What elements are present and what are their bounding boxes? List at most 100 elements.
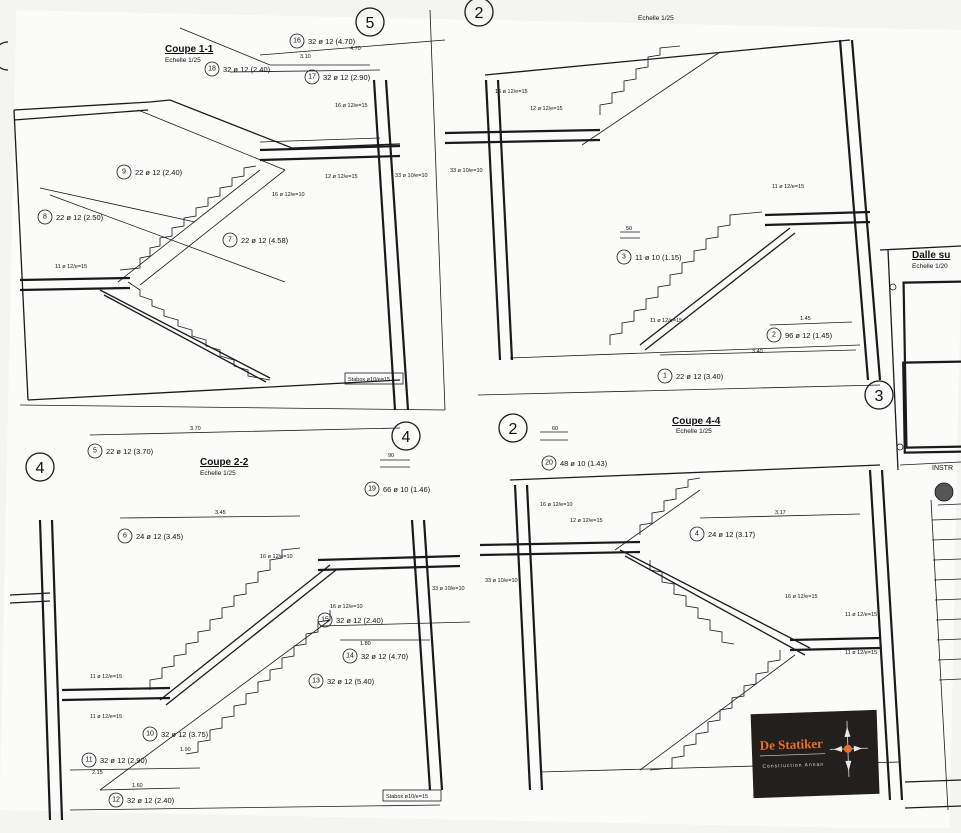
logo-subtitle: Construction Annan	[762, 762, 824, 770]
instr-title: INSTR	[932, 465, 953, 472]
small-label-14: 16 ø 12/e=10	[330, 604, 363, 610]
axis-bubbles: 5 2 4 4 2 3	[0, 0, 894, 482]
dim-370: 3.70	[190, 426, 201, 432]
axis-2-top: 2	[475, 5, 484, 22]
label-17: 32 ø 12 (2.90)	[323, 73, 371, 82]
callout-16: 16	[293, 38, 301, 45]
small-label-13: 11 ø 12/e=15	[90, 714, 122, 720]
callout-3: 3	[622, 254, 626, 261]
axis-3: 3	[875, 388, 884, 405]
section-top-right-scale: Echelle 1/25	[638, 15, 674, 22]
section-1-1-scale: Echelle 1/25	[165, 57, 201, 64]
callout-19: 19	[368, 486, 376, 493]
label-13: 32 ø 12 (5.40)	[327, 677, 375, 686]
callout-12: 12	[112, 797, 120, 804]
label-2: 96 ø 12 (1.45)	[785, 331, 833, 340]
callout-1: 1	[663, 373, 667, 380]
dim-90: 90	[388, 453, 394, 459]
dim-50: 50	[626, 226, 632, 232]
dim-340: 3.40	[752, 349, 763, 355]
label-19: 66 ø 10 (1.46)	[383, 485, 431, 494]
dalle-title: Dalle su	[912, 250, 950, 261]
label-7: 22 ø 12 (4.58)	[241, 236, 289, 245]
axis-2-center: 2	[509, 421, 518, 438]
small-label-4: 33 ø 10/e=10	[395, 173, 428, 179]
dalle-scale: Echelle 1/20	[912, 263, 948, 270]
small-label-19: 16 ø 12/e=15	[785, 594, 818, 600]
callout-8: 8	[43, 214, 47, 221]
small-label-8: 33 ø 10/e=10	[450, 168, 483, 174]
axis-4-center: 4	[402, 429, 411, 446]
small-label-3: 11 ø 12/e=15	[55, 264, 87, 270]
label-20: 48 ø 10 (1.43)	[560, 459, 608, 468]
callout-4: 4	[695, 531, 699, 538]
stabox-label-1: Stabox ø10/e=15	[348, 377, 390, 383]
small-label-7: 12 ø 12/e=15	[530, 106, 563, 112]
label-3: 11 ø 10 (1.15)	[635, 253, 682, 262]
small-label-11: 16 ø 12/e=10	[260, 554, 293, 560]
callout-7: 7	[228, 237, 232, 244]
label-12: 32 ø 12 (2.40)	[127, 796, 175, 805]
section-2-2: Coupe 2-2 Echelle 1/25 3.70 5 22 ø 12 (3…	[9, 426, 471, 821]
label-6: 24 ø 12 (3.45)	[136, 532, 184, 541]
axis-5: 5	[366, 15, 375, 32]
dim-180: 1.80	[360, 641, 371, 647]
callout-5: 5	[93, 448, 97, 455]
dim-190: 1.90	[180, 747, 191, 753]
paper-sheet	[0, 10, 961, 830]
logo-name: De Statiker	[759, 736, 823, 753]
label-10: 32 ø 12 (3.75)	[161, 730, 209, 739]
compass-icon	[829, 720, 868, 777]
callout-17: 17	[308, 74, 316, 81]
section-1-1: Coupe 1-1 Echelle 1/25	[13, 9, 446, 411]
small-label-5: 16 ø 12/e=10	[272, 192, 305, 198]
section-4-4-scale: Echelle 1/25	[676, 428, 712, 435]
dim-215: 2.15	[92, 770, 103, 776]
callout-18: 18	[208, 66, 216, 73]
callout-15: 15	[321, 617, 329, 624]
dim-470: 4.70	[350, 46, 361, 52]
section-2-2-title: Coupe 2-2	[200, 457, 249, 468]
label-9: 22 ø 12 (2.40)	[135, 168, 183, 177]
dim-60: 60	[552, 426, 558, 432]
small-label-18: 33 ø 10/e=10	[485, 578, 518, 584]
label-16: 32 ø 12 (4.70)	[308, 37, 356, 46]
small-label-10: 11 ø 12/e=15	[650, 318, 682, 324]
callout-14: 14	[346, 653, 354, 660]
small-label-21: 11 ø 12/e=15	[845, 650, 877, 656]
callout-13: 13	[312, 678, 320, 685]
section-top-right: Echelle 1/25 1.45 3.40 50 3 11 ø 10 (1.1…	[444, 15, 882, 396]
dim-145: 1.45	[800, 316, 811, 322]
small-label-17: 12 ø 12/e=15	[570, 518, 603, 524]
small-label-15: 33 ø 10/e=10	[432, 586, 465, 592]
label-1: 22 ø 12 (3.40)	[676, 372, 724, 381]
label-5: 22 ø 12 (3.70)	[106, 447, 154, 456]
label-14: 32 ø 12 (4.70)	[361, 652, 409, 661]
label-4: 24 ø 12 (3.17)	[708, 530, 756, 539]
small-label-2: 12 ø 12/e=15	[325, 174, 358, 180]
label-11: 32 ø 12 (2.90)	[100, 756, 148, 765]
small-label-9: 11 ø 12/e=15	[772, 184, 804, 190]
section-1-1-title: Coupe 1-1	[165, 44, 214, 55]
callout-9: 9	[122, 169, 126, 176]
section-4-4-title: Coupe 4-4	[672, 416, 721, 427]
label-18: 32 ø 12 (2.40)	[223, 65, 271, 74]
section-4-4: Coupe 4-4 Echelle 1/25 60 20 48 ø 10 (1.…	[479, 416, 904, 801]
callout-11: 11	[85, 757, 92, 764]
small-label-16: 16 ø 12/e=10	[540, 502, 573, 508]
dim-160: 1.60	[132, 783, 143, 789]
axis-4-left: 4	[36, 460, 45, 477]
small-label-6: 16 ø 12/e=15	[495, 89, 528, 95]
callout-10: 10	[146, 731, 154, 738]
small-label-12: 11 ø 12/e=15	[90, 674, 122, 680]
callout-20: 20	[545, 460, 553, 467]
small-label-1: 16 ø 12/e=15	[335, 103, 368, 109]
small-label-20: 11 ø 12/e=15	[845, 612, 877, 618]
dim-317: 3.17	[775, 510, 786, 516]
callout-2: 2	[772, 332, 776, 339]
dim-345: 3.45	[215, 510, 226, 516]
dim-310: 3.10	[300, 54, 311, 60]
label-8: 22 ø 12 (2.50)	[56, 213, 104, 222]
